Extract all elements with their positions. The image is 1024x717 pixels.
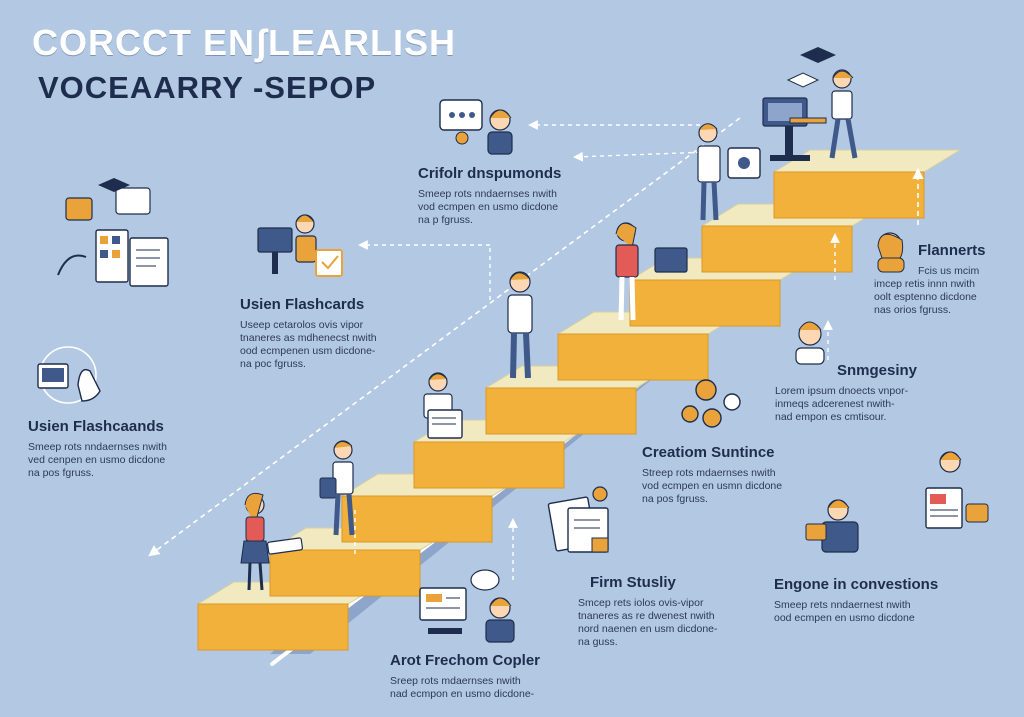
step-face-3 xyxy=(341,495,493,543)
engone-person-icon xyxy=(805,499,859,553)
label-firm-line-1: Smcep rets iolos ovis-vipor xyxy=(578,597,704,609)
person-girl-step6-icon xyxy=(615,222,688,321)
label-usien-top: Usien Flashcards Useep cetarolos ovis vi… xyxy=(240,296,377,371)
label-usien-top-line-2: tnaneres as mdhenecst nwith xyxy=(240,332,377,344)
label-firm-line-3: nord naenen en usm dicdone- xyxy=(578,623,718,635)
step-face-2 xyxy=(269,549,421,597)
snmgesiny-avatar-icon xyxy=(795,321,825,365)
label-crifor: Crifolr dnspumonds Smeep rots nndaernses… xyxy=(418,165,561,227)
connector-1 xyxy=(573,151,709,162)
label-usien-top-line-4: na poc fgruss. xyxy=(240,358,306,370)
step-face-9 xyxy=(773,171,925,219)
label-creation-title: Creatiom Suntince xyxy=(642,444,775,461)
reader-right-icon xyxy=(925,451,989,529)
gears-icon xyxy=(681,379,741,428)
label-flanners-line-4: nas orios fgruss. xyxy=(874,304,952,316)
study-board-icon xyxy=(57,178,169,287)
step-face-7 xyxy=(629,279,781,327)
person-reading-step4-icon xyxy=(423,372,463,439)
step-face-1 xyxy=(197,603,349,651)
label-flanners: Flannerts Fcis us mcim imcep retis innn … xyxy=(874,242,986,317)
step-face-4 xyxy=(413,441,565,489)
label-arot-title: Arot Frechom Copler xyxy=(390,652,541,669)
person-boy-step7-icon xyxy=(697,123,761,221)
label-usien-top-line-3: ood ecmpenen usm dicdone- xyxy=(240,345,376,357)
person-standing-step5-icon xyxy=(507,271,533,379)
label-crifor-line-1: Smeep rots nndaernses nwith xyxy=(418,188,557,200)
label-usien-left-title: Usien Flashcaands xyxy=(28,418,164,435)
label-crifor-line-2: vod ecmpen en usmo dicdone xyxy=(418,201,559,213)
person-desk-top-icon xyxy=(762,47,858,161)
label-snmgesiny-line-3: nad empon es cmtisour. xyxy=(775,411,887,423)
flashcards-hand-icon xyxy=(37,346,101,404)
label-engone-title: Engone in convestions xyxy=(774,576,939,593)
label-arot-line-1: Sreep rots mdaernses nwith xyxy=(390,675,521,687)
label-arot-line-2: nad ecmpon en usmo dicdone- xyxy=(390,688,535,700)
label-usien-top-title: Usien Flashcards xyxy=(240,296,365,313)
label-arot: Arot Frechom Copler Sreep rots mdaernses… xyxy=(390,652,540,701)
label-creation-line-3: na pos fgruss. xyxy=(642,493,708,505)
title-line-1: CORCCT ENʃLEARLISH xyxy=(32,22,456,63)
label-creation-line-1: Streep rots mdaernses nwith xyxy=(642,467,776,479)
label-snmgesiny-line-2: inmeqs adcerenest nwith- xyxy=(775,398,895,410)
label-crifor-line-3: na p fgruss. xyxy=(418,214,473,226)
label-engone: Engone in convestions Smeep rets nndaern… xyxy=(774,576,938,625)
label-creation: Creatiom Suntince Streep rots mdaernses … xyxy=(642,444,782,506)
label-snmgesiny-title: Snmgesiny xyxy=(837,362,918,379)
label-firm-line-4: na guss. xyxy=(578,636,618,648)
computer-boy-icon xyxy=(419,569,515,643)
label-usien-left: Usien Flashcaands Smeep rots nndaernses … xyxy=(28,418,167,480)
label-snmgesiny-line-1: Lorem ipsum dnoects vnpor- xyxy=(775,385,909,397)
label-engone-line-1: Smeep rets nndaernest nwith xyxy=(774,599,911,611)
label-engone-line-2: ood ecmpen en usmo dicdone xyxy=(774,612,915,624)
step-face-8 xyxy=(701,225,853,273)
document-gear-icon xyxy=(547,486,609,553)
label-firm-title: Firm Stusliy xyxy=(590,574,676,591)
label-snmgesiny: Snmgesiny Lorem ipsum dnoects vnpor- inm… xyxy=(775,362,917,424)
step-face-5 xyxy=(485,387,637,435)
label-flanners-line-1: Fcis us mcim xyxy=(918,265,980,277)
label-firm: Firm Stusliy Smcep rets iolos ovis-vipor… xyxy=(578,574,718,649)
person-boy-step2-icon xyxy=(319,440,355,536)
label-crifor-title: Crifolr dnspumonds xyxy=(418,165,562,182)
step-face-6 xyxy=(557,333,709,381)
label-firm-line-2: tnaneres as re dwenest nwith xyxy=(578,610,715,622)
label-usien-top-line-1: Useep cetarolos ovis vipor xyxy=(240,319,364,331)
label-usien-left-line-2: ved cenpen en usmo dicdone xyxy=(28,454,166,466)
label-flanners-title: Flannerts xyxy=(918,242,986,259)
chat-screen-boy-icon xyxy=(439,99,513,155)
monitor-girl-icon xyxy=(257,214,343,277)
person-girl-bottom-icon xyxy=(240,492,304,591)
label-usien-left-line-1: Smeep rots nndaernses nwith xyxy=(28,441,167,453)
label-flanners-line-3: oolt esptenno dicdone xyxy=(874,291,977,303)
label-flanners-line-2: imcep retis innn nwith xyxy=(874,278,975,290)
flanners-avatar-icon xyxy=(877,232,905,273)
label-creation-line-2: vod ecmpen en usmn dicdone xyxy=(642,480,783,492)
label-usien-left-line-3: na pos fgruss. xyxy=(28,467,94,479)
title-line-2: VOCEAARRY -SEPOP xyxy=(38,70,377,105)
